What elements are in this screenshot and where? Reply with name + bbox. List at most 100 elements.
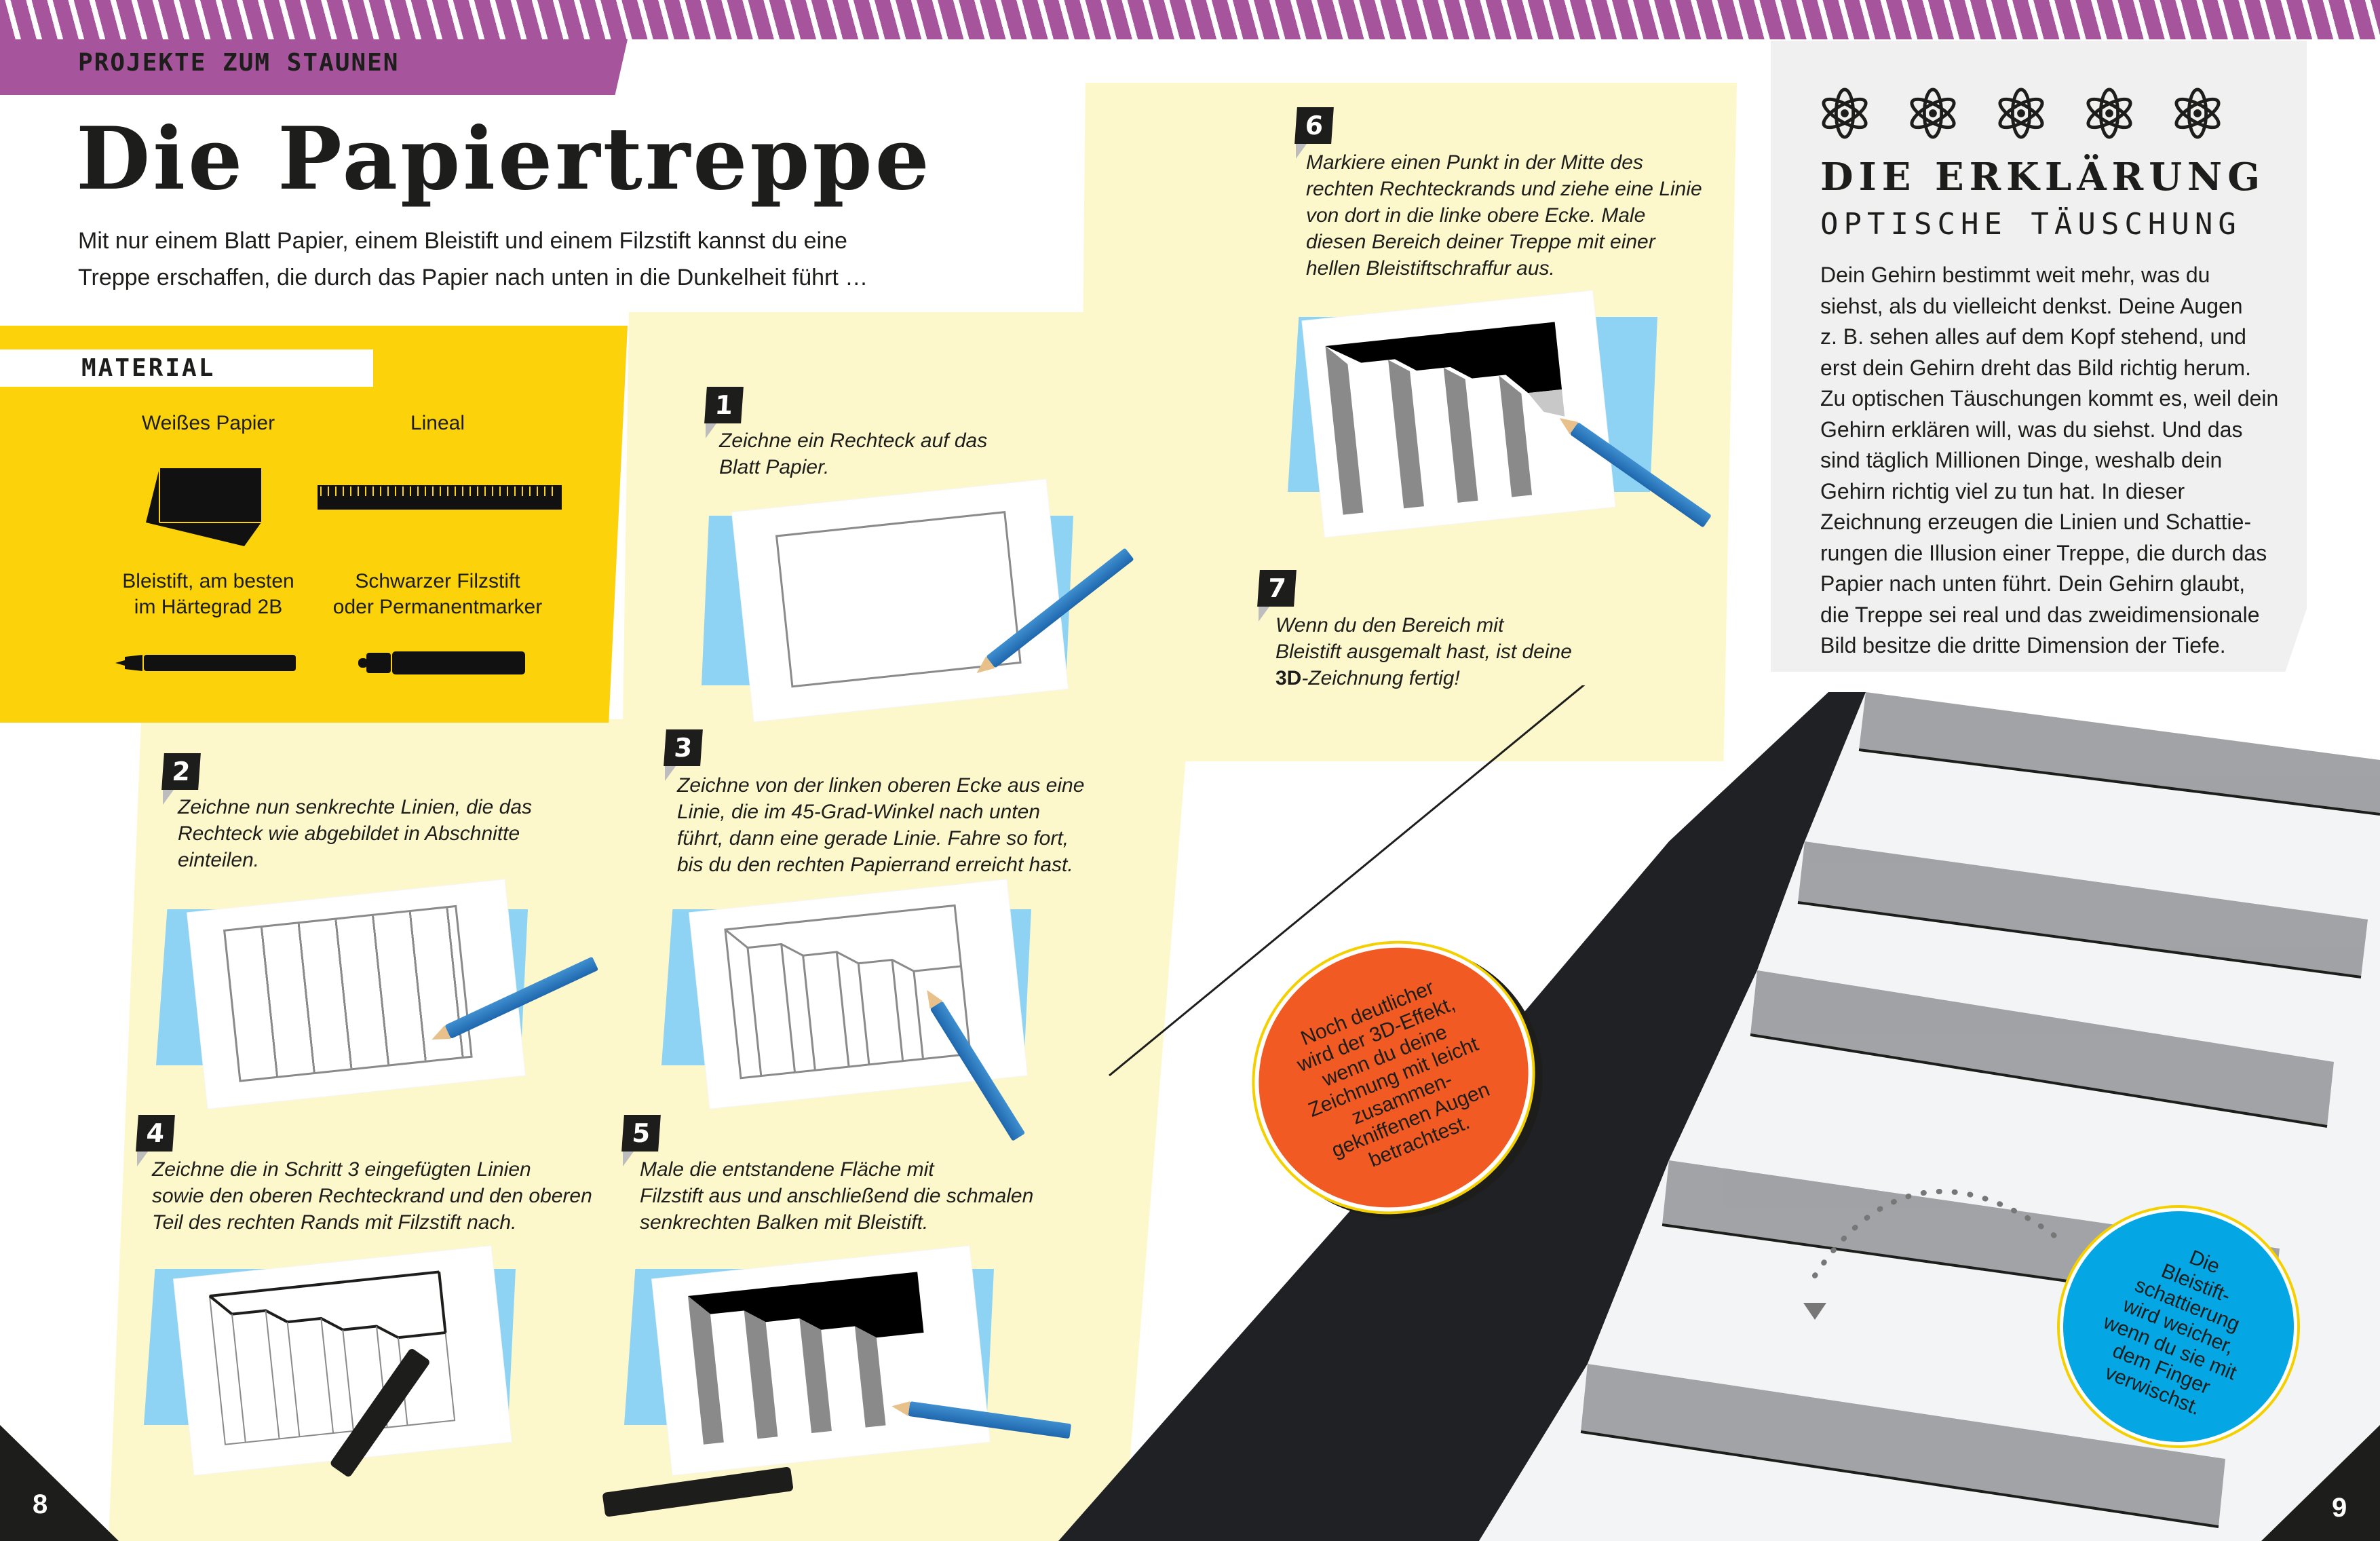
arrow-head-icon xyxy=(1803,1303,1826,1320)
text-line: Gehirn richtig viel zu tun hat. In diese… xyxy=(1820,478,2185,503)
text-line: Rechteck wie abgebildet in Abschnitte xyxy=(178,822,520,845)
step-1-marker: 1 xyxy=(704,387,744,438)
step-badge-tail xyxy=(665,766,676,781)
tip-text: Die Bleistift- schattierung wird weicher… xyxy=(2083,1225,2274,1428)
step-number-badge: 3 xyxy=(664,729,703,766)
page-title: Die Papiertreppe xyxy=(76,109,932,209)
text-line: von dort in die linke obere Ecke. Male xyxy=(1306,204,1646,227)
step-4-text: Zeichne die in Schritt 3 eingefügten Lin… xyxy=(152,1156,627,1236)
text-line: diesen Bereich deiner Treppe mit einer xyxy=(1306,231,1655,253)
step-7-marker: 7 xyxy=(1257,570,1297,622)
ruler-icon xyxy=(318,485,562,510)
material-item-ruler-label: Lineal xyxy=(410,412,465,434)
text-line: hellen Bleistiftschraffur aus. xyxy=(1306,257,1555,280)
drawn-sections xyxy=(223,905,473,1082)
step-6-paper xyxy=(1302,290,1615,537)
text-line: Markiere einen Punkt in der Mitte des xyxy=(1306,151,1643,174)
step-1-text: Zeichne ein Rechteck auf das Blatt Papie… xyxy=(719,427,1099,480)
text-line: Filzstift aus und anschließend die schma… xyxy=(640,1185,1034,1207)
explanation-panel xyxy=(1771,41,2307,672)
step-badge-tail xyxy=(137,1152,148,1166)
text-line: bis du den rechten Papierrand erreicht h… xyxy=(677,854,1073,876)
atom-icon xyxy=(1822,88,1868,139)
text-line: Zu optischen Täuschungen kommt es, weil … xyxy=(1820,386,2279,411)
text-line: Zeichne ein Rechteck auf das xyxy=(719,430,988,452)
step-number-badge: 2 xyxy=(161,753,201,790)
text-line: Gehirn erklären will, was du siehst. Und… xyxy=(1820,417,2243,442)
label-line: oder Permanentmarker xyxy=(332,596,543,618)
step-3-text: Zeichne von der linken oberen Ecke aus e… xyxy=(677,772,1152,878)
text-line: Dein Gehirn bestimmt weit mehr, was du xyxy=(1820,263,2210,287)
pencil-icon xyxy=(115,653,299,673)
text-line: Male die entstandene Fläche mit xyxy=(640,1158,934,1181)
step-5-text: Male die entstandene Fläche mit Filzstif… xyxy=(640,1156,1115,1236)
text-line: sind täglich Millionen Dinge, weshalb de… xyxy=(1820,448,2223,472)
material-item-marker-label: Schwarzer Filzstift oder Permanentmarker xyxy=(322,569,553,620)
step-number-badge: 6 xyxy=(1294,107,1334,144)
step-6-marker: 6 xyxy=(1294,107,1334,159)
explanation-title: Die Erklärung xyxy=(1820,155,2266,199)
text-line: z. B. sehen alles auf dem Kopf stehend, … xyxy=(1820,324,2246,349)
step-3-paper xyxy=(689,879,1027,1109)
step-number-badge: 5 xyxy=(621,1115,661,1152)
text-line: Zeichne von der linken oberen Ecke aus e… xyxy=(677,774,1085,797)
page-number-right: 9 xyxy=(2332,1493,2347,1523)
text-line: Wenn du den Bereich mit xyxy=(1275,614,1504,636)
diagonal-line xyxy=(1109,685,1586,1077)
section-banner xyxy=(0,39,628,95)
step-1-paper xyxy=(732,479,1068,722)
paper-icon xyxy=(146,468,268,550)
text-line: Zeichnung erzeugen die Linien und Schatt… xyxy=(1820,510,2252,534)
step-badge-tail xyxy=(1259,607,1269,622)
step-number-badge: 1 xyxy=(704,387,744,423)
text-line: Blatt Papier. xyxy=(719,456,830,478)
step-6-text: Markiere einen Punkt in der Mitte des re… xyxy=(1306,149,1747,282)
step-badge-tail xyxy=(706,423,716,438)
text-line: Zeichne nun senkrechte Linien, die das xyxy=(178,796,533,818)
text-line: rungen die Illusion einer Treppe, die du… xyxy=(1820,540,2267,565)
atom-icon-row xyxy=(1818,87,2224,140)
step-badge-tail xyxy=(163,790,174,805)
label-line: Schwarzer Filzstift xyxy=(355,570,520,592)
material-heading: Material xyxy=(81,354,216,382)
step-number-badge: 7 xyxy=(1257,570,1297,607)
text-line: einteilen. xyxy=(178,849,260,871)
text-line: 3D-Zeichnung fertig! xyxy=(1275,665,1655,691)
text-line: senkrechten Balken mit Bleistift. xyxy=(640,1211,929,1234)
label-line: im Härtegrad 2B xyxy=(134,596,283,618)
material-item-paper-label: Weißes Papier xyxy=(141,412,275,434)
bold-3d: 3D xyxy=(1275,667,1302,689)
page-corner-left xyxy=(0,1425,119,1541)
step-4-paper xyxy=(174,1246,512,1475)
decorative-stripes xyxy=(0,0,2380,39)
marker-icon xyxy=(358,650,526,676)
explanation-body: Dein Gehirn bestimmt weit mehr, was du s… xyxy=(1820,260,2309,662)
page-number-left: 8 xyxy=(33,1489,48,1519)
text-line: Teil des rechten Rands mit Filzstift nac… xyxy=(152,1211,517,1234)
step-4-marker: 4 xyxy=(136,1115,175,1166)
step-7-text: Wenn du den Bereich mit Bleistift ausgem… xyxy=(1275,612,1655,691)
text-span: -Zeichnung fertig! xyxy=(1301,667,1460,689)
material-item-pencil-label: Bleistift, am besten im Härtegrad 2B xyxy=(93,569,324,620)
text-line: Bild besitze die dritte Dimension der Ti… xyxy=(1820,633,2226,658)
atom-icon xyxy=(1910,88,1956,139)
step-3-marker: 3 xyxy=(664,729,703,781)
intro-line: Treppe erschaffen, die durch das Papier … xyxy=(78,265,868,290)
text-line: siehst, als du vielleicht denkst. Deine … xyxy=(1820,293,2243,318)
atom-icon xyxy=(2086,88,2132,139)
step-2-text: Zeichne nun senkrechte Linien, die das R… xyxy=(178,794,612,873)
step-number-badge: 4 xyxy=(136,1115,175,1152)
section-label: Projekte zum Staunen xyxy=(78,49,400,77)
dotted-arrow xyxy=(1812,1189,2065,1278)
step-2-marker: 2 xyxy=(161,753,201,805)
atom-icon xyxy=(2174,88,2221,139)
text-line: Papier nach unten führt. Dein Gehirn gla… xyxy=(1820,571,2246,596)
text-line: erst dein Gehirn dreht das Bild richtig … xyxy=(1820,355,2251,380)
step-5-marker: 5 xyxy=(621,1115,661,1166)
text-line: rechten Rechteckrands und ziehe eine Lin… xyxy=(1306,178,1702,200)
intro-line: Mit nur einem Blatt Papier, einem Bleist… xyxy=(78,228,847,254)
tip-text: Noch deutlicher wird der 3D-Effekt, wenn… xyxy=(1280,969,1508,1187)
intro-text: Mit nur einem Blatt Papier, einem Bleist… xyxy=(78,223,892,296)
text-line: Linie, die im 45-Grad-Winkel nach unten xyxy=(677,801,1041,823)
step-badge-tail xyxy=(623,1152,634,1166)
